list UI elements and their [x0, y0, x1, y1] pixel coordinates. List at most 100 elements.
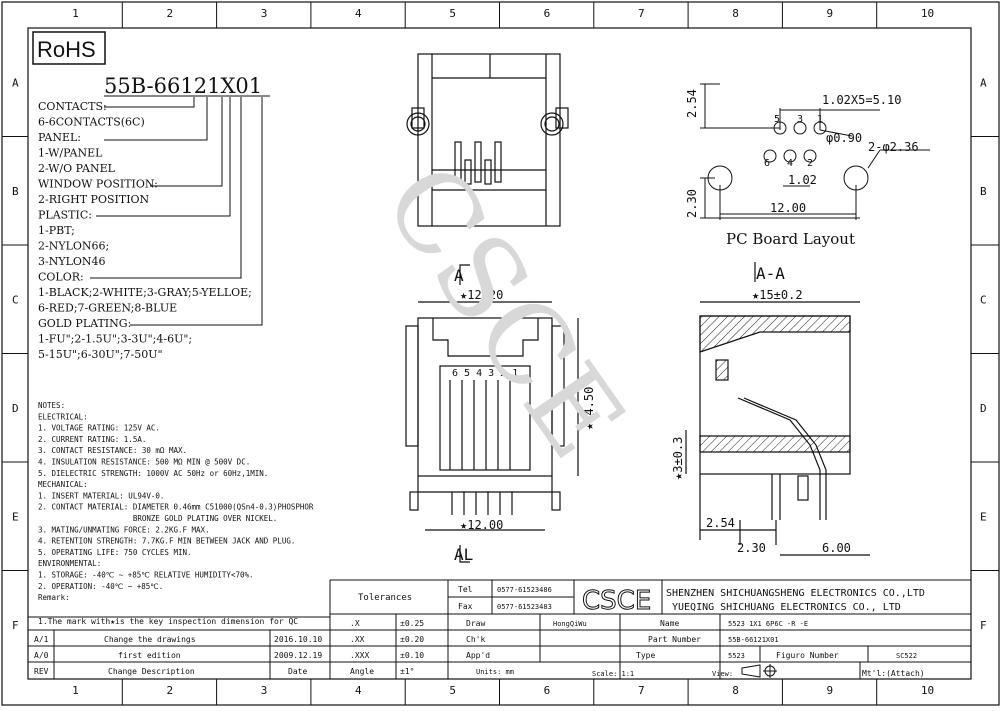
- grid-row-label: E: [12, 510, 19, 523]
- tol-xxx-val: ±0.10: [400, 651, 424, 660]
- note-line: 4. INSULATION RESISTANCE: 500 MΩ MIN @ 5…: [38, 458, 250, 467]
- grid-col-label: 2: [166, 684, 173, 697]
- tol-xx: .XX: [350, 635, 365, 644]
- grid-row-label: E: [980, 510, 987, 523]
- grid-row-label: D: [980, 402, 987, 415]
- front-label-top: A: [454, 266, 464, 285]
- note-line: 3. CONTACT RESISTANCE: 30 mΩ MAX.: [38, 446, 187, 455]
- tol-angle-val: ±1°: [400, 667, 414, 676]
- note-line: 5. DIELECTRIC STRENGTH: 1000V AC 50Hz or…: [38, 469, 268, 478]
- tolerances-label: Tolerances: [358, 593, 412, 603]
- note-line: ENVIRONMENTAL:: [38, 559, 101, 568]
- grid-col-label: 9: [827, 684, 834, 697]
- note-line: 1. VOLTAGE RATING: 125V AC.: [38, 424, 160, 433]
- front-width-bottom: ★12.00: [460, 518, 503, 532]
- ordering-line: CONTACTS:: [38, 100, 107, 113]
- rev-0-date: 2016.10.10: [274, 635, 322, 644]
- rev-1-id: A/0: [34, 651, 49, 660]
- notes-block: NOTES:ELECTRICAL:1. VOLTAGE RATING: 125V…: [38, 401, 314, 602]
- grid-row-label: D: [12, 402, 19, 415]
- note-line: BRONZE GOLD PLATING OVER NICKEL.: [38, 514, 277, 523]
- grid-col-label: 5: [449, 684, 456, 697]
- part-number-value: 55B-66121X01: [728, 636, 779, 644]
- material-label: Mt'l:(Attach): [862, 669, 925, 678]
- front-width-top: ★12.20: [460, 288, 503, 302]
- grid-col-label: 5: [449, 7, 456, 20]
- tol-x: .X: [350, 619, 360, 628]
- company-logo: CSCE: [582, 586, 651, 616]
- part-number-label: Part Number: [648, 635, 701, 644]
- ordering-line: 1-FU";2-1.5U";3-3U";4-6U";: [38, 333, 192, 346]
- name-value: 5523 1X1 6P6C -R -E: [728, 620, 808, 628]
- pcb-layout: [700, 83, 930, 220]
- section-width: ★15±0.2: [752, 288, 803, 302]
- grid-row-label: C: [980, 293, 987, 306]
- section-view: [685, 262, 870, 556]
- ordering-line: PANEL:: [38, 131, 81, 144]
- grid-col-label: 8: [732, 7, 739, 20]
- note-line: ELECTRICAL:: [38, 412, 88, 421]
- figure-number-value: SC522: [896, 652, 917, 660]
- rev-2-desc: Change Description: [108, 667, 195, 676]
- pcb-dim-254: 2.54: [685, 89, 699, 118]
- front-label-bottom: AL: [454, 545, 473, 564]
- projection-symbol-icon: [741, 664, 777, 678]
- grid-col-label: 10: [921, 7, 934, 20]
- section-dim-230: 2.30: [737, 541, 766, 555]
- grid-row-label: F: [980, 619, 987, 632]
- app-label: App'd: [466, 651, 490, 660]
- rev-1-desc: first edition: [118, 651, 181, 660]
- part-code: 55B-66121X01: [104, 74, 262, 98]
- grid-col-label: 10: [921, 684, 934, 697]
- pcb-pin-6: 6: [764, 158, 770, 169]
- chk-label: Ch'k: [466, 635, 485, 644]
- ordering-line: 6-6CONTACTS(6C): [38, 116, 145, 129]
- grid-col-label: 1: [72, 7, 79, 20]
- pcb-title: PC Board Layout: [726, 230, 855, 248]
- ordering-line: 2-NYLON66;: [38, 240, 109, 253]
- grid-row-label: B: [980, 185, 987, 198]
- rohs-label: RoHS: [37, 37, 96, 62]
- pcb-pin-4: 4: [787, 158, 793, 169]
- grid-col-label: 2: [166, 7, 173, 20]
- rohs-box: [32, 31, 106, 65]
- ordering-line: 1-W/PANEL: [38, 147, 103, 160]
- note-line: 2. OPERATION: -40℃ ~ +85℃.: [38, 582, 163, 591]
- front-pin-numbers: 6 5 4 3 2 1: [452, 368, 518, 379]
- rev-1-date: 2009.12.19: [274, 651, 322, 660]
- rev-2-id: REV: [34, 667, 49, 676]
- draw-value: HongQiWu: [553, 620, 587, 628]
- view-label: View:: [712, 670, 733, 678]
- tol-xxx: .XXX: [350, 651, 369, 660]
- tol-angle: Angle: [350, 667, 374, 676]
- note-line: 5. OPERATING LIFE: 750 CYCLES MIN.: [38, 548, 192, 557]
- ordering-leader-lines: [90, 95, 270, 326]
- company-name-2: YUEQING SHICHUANG ELECTRONICS CO., LTD: [672, 602, 901, 613]
- company-name-1: SHENZHEN SHICHUANGSHENG ELECTRONICS CO.,…: [666, 588, 925, 599]
- front-view: [405, 264, 579, 563]
- note-line: 4. RETENTION STRENGTH: 7.7KG.F MIN BETWE…: [38, 537, 295, 546]
- ordering-line: 3-NYLON46: [38, 255, 106, 268]
- grid-col-label: 6: [544, 684, 551, 697]
- name-label: Name: [660, 619, 679, 628]
- grid-col-label: 3: [261, 684, 268, 697]
- ordering-line: WINDOW POSITION:: [38, 178, 158, 191]
- grid-row-label: A: [12, 76, 19, 89]
- grid-col-label: 4: [355, 684, 362, 697]
- note-line: 1. STORAGE: -40℃ ~ +85℃ RELATIVE HUMIDIT…: [38, 571, 254, 580]
- fax-label: Fax: [458, 602, 473, 611]
- tol-x-val: ±0.25: [400, 619, 424, 628]
- front-height: ★14.50: [582, 387, 596, 430]
- top-view: [406, 53, 569, 227]
- grid-col-label: 1: [72, 684, 79, 697]
- grid-row-label: C: [12, 293, 19, 306]
- grid-row-label: B: [12, 185, 19, 198]
- grid-col-label: 4: [355, 7, 362, 20]
- pcb-dim-1200: 12.00: [770, 201, 806, 215]
- note-line: 3. MATING/UNMATING FORCE: 2.2KG.F MAX.: [38, 525, 210, 534]
- ordering-line: 1-PBT;: [38, 224, 75, 237]
- pcb-pin-5: 5: [774, 114, 780, 125]
- grid-col-label: 7: [638, 684, 645, 697]
- ordering-line: 6-RED;7-GREEN;8-BLUE: [38, 302, 177, 315]
